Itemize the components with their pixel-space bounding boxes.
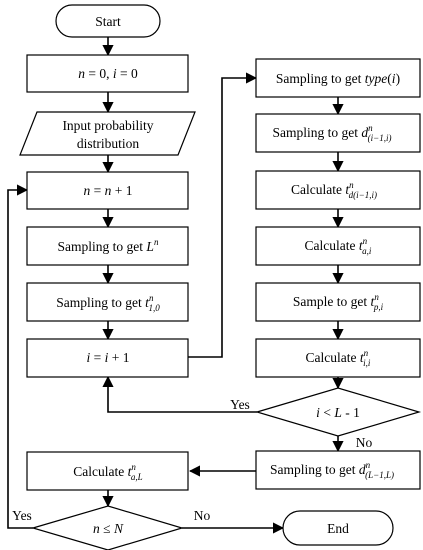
- init-label: n = 0, i = 0: [78, 66, 138, 81]
- condition-n-label: n ≤ N: [93, 521, 124, 536]
- start-label: Start: [95, 14, 121, 29]
- node-sample-d: Sampling to get dn(i−1,i): [255, 113, 421, 153]
- edge-condi-yes: [102, 375, 257, 413]
- sample-L-label: Sampling to get Ln: [58, 237, 159, 254]
- sample-dL-label: Sampling to get dn(L−1,L): [270, 460, 394, 480]
- node-end: End: [282, 510, 394, 546]
- edge-label-yes-i: Yes: [230, 397, 250, 412]
- edge-label-no-n: No: [194, 508, 211, 523]
- sample-d-label: Sampling to get dn(i−1,i): [273, 123, 392, 143]
- edge-label-no-i: No: [356, 435, 373, 450]
- node-increment-n: n = n + 1: [26, 171, 189, 210]
- edge-inci-sampletype: [188, 72, 258, 358]
- node-sample-L: Sampling to get Ln: [26, 226, 189, 266]
- node-start: Start: [55, 4, 161, 38]
- node-sample-type: Sampling to get type(i): [255, 58, 421, 98]
- node-input-distribution: Input probability distribution: [19, 111, 196, 156]
- node-condition-i: i < L - 1: [254, 387, 422, 437]
- node-init: n = 0, i = 0: [26, 54, 189, 93]
- edge-label-yes-n: Yes: [12, 508, 32, 523]
- sample-type-label: Sampling to get type(i): [276, 71, 400, 86]
- node-increment-i: i = i + 1: [26, 338, 189, 378]
- edge-condn-yes: [7, 184, 33, 529]
- node-condition-n: n ≤ N: [30, 505, 185, 550]
- node-sample-dL: Sampling to get dn(L−1,L): [255, 450, 421, 490]
- edges: [7, 37, 344, 534]
- input-label-line1: Input probability: [62, 118, 153, 133]
- input-label-line2: distribution: [77, 136, 140, 151]
- increment-i-label: i = i + 1: [86, 350, 129, 365]
- condition-i-label: i < L - 1: [316, 405, 360, 420]
- end-label: End: [327, 521, 349, 536]
- increment-n-label: n = n + 1: [84, 183, 133, 198]
